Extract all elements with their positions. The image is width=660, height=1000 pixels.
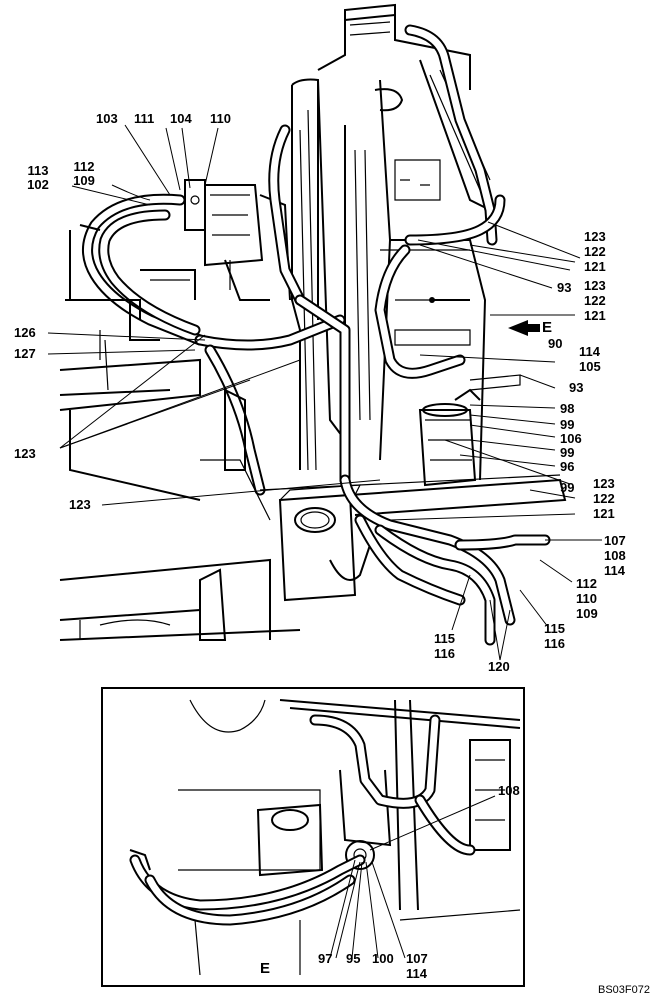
radiator-assembly — [291, 3, 491, 481]
callout-115-b: 115 — [544, 621, 565, 636]
left-hoses — [82, 124, 351, 496]
callout-121-r1: 121 — [584, 259, 606, 274]
callout-115-a: 115 — [434, 631, 455, 646]
callout-114-b: 114 — [604, 563, 625, 578]
callout-98: 98 — [560, 401, 575, 416]
callout-123-r1: 123 — [584, 229, 606, 244]
callout-114-a: 114 — [579, 344, 600, 359]
callout-116-b: 116 — [544, 636, 565, 651]
callout-99-b: 99 — [560, 445, 575, 460]
callout-126: 126 — [14, 325, 36, 340]
filter-cluster — [418, 374, 521, 487]
callout-123-r3: 123 — [593, 476, 615, 491]
callout-112-b: 112 — [576, 576, 597, 591]
detail-callout-108: 108 — [498, 783, 520, 798]
callout-106: 106 — [560, 431, 582, 446]
leader-lines — [47, 124, 602, 661]
callout-99-a: 99 — [560, 417, 575, 432]
callout-105: 105 — [579, 359, 601, 374]
callout-99-c: 99 — [560, 480, 575, 495]
callout-120: 120 — [488, 659, 510, 674]
upper-hoses — [374, 24, 506, 379]
figure-code: BS03F072 — [598, 984, 650, 996]
detail-callout-114: 114 — [406, 966, 427, 981]
callout-107: 107 — [604, 533, 626, 548]
callout-123-mid: 123 — [69, 497, 91, 512]
lower-hoses — [339, 474, 551, 646]
callout-93-a: 93 — [557, 280, 572, 295]
detail-title-E: E — [260, 960, 271, 977]
callout-96: 96 — [560, 459, 575, 474]
callout-102: 102 — [27, 177, 49, 192]
callout-93-b: 93 — [569, 380, 584, 395]
callout-112: 112 — [73, 159, 95, 174]
detail-view-e — [101, 687, 525, 987]
callout-116-a: 116 — [434, 646, 455, 661]
callout-108: 108 — [604, 548, 626, 563]
callout-109-b: 109 — [576, 606, 598, 621]
detail-callout-97: 97 — [318, 951, 333, 966]
callout-122-r3: 122 — [593, 491, 615, 506]
callout-113: 113 — [27, 163, 49, 178]
callout-121-r3: 121 — [593, 506, 615, 521]
view-e-arrow — [508, 320, 540, 336]
callout-123-r2: 123 — [584, 278, 606, 293]
chassis-frame — [59, 224, 301, 641]
callout-103: 103 — [96, 111, 118, 126]
callout-122-r2: 122 — [584, 293, 606, 308]
callout-109: 109 — [73, 173, 95, 188]
callout-111: 111 — [134, 111, 155, 126]
callout-E: E — [542, 319, 553, 336]
detail-callout-107: 107 — [406, 951, 428, 966]
lower-tank — [259, 474, 567, 602]
callout-110-top: 110 — [210, 111, 231, 126]
callout-90: 90 — [548, 336, 563, 351]
callout-122-r1: 122 — [584, 244, 606, 259]
callout-104: 104 — [170, 111, 192, 126]
callout-110-b: 110 — [576, 591, 597, 606]
callout-123-left: 123 — [14, 446, 36, 461]
callout-121-r2: 121 — [584, 308, 606, 323]
detail-leader-lines — [329, 795, 496, 959]
detail-callout-100: 100 — [372, 951, 394, 966]
detail-callout-95: 95 — [346, 951, 361, 966]
callout-127: 127 — [14, 346, 36, 361]
